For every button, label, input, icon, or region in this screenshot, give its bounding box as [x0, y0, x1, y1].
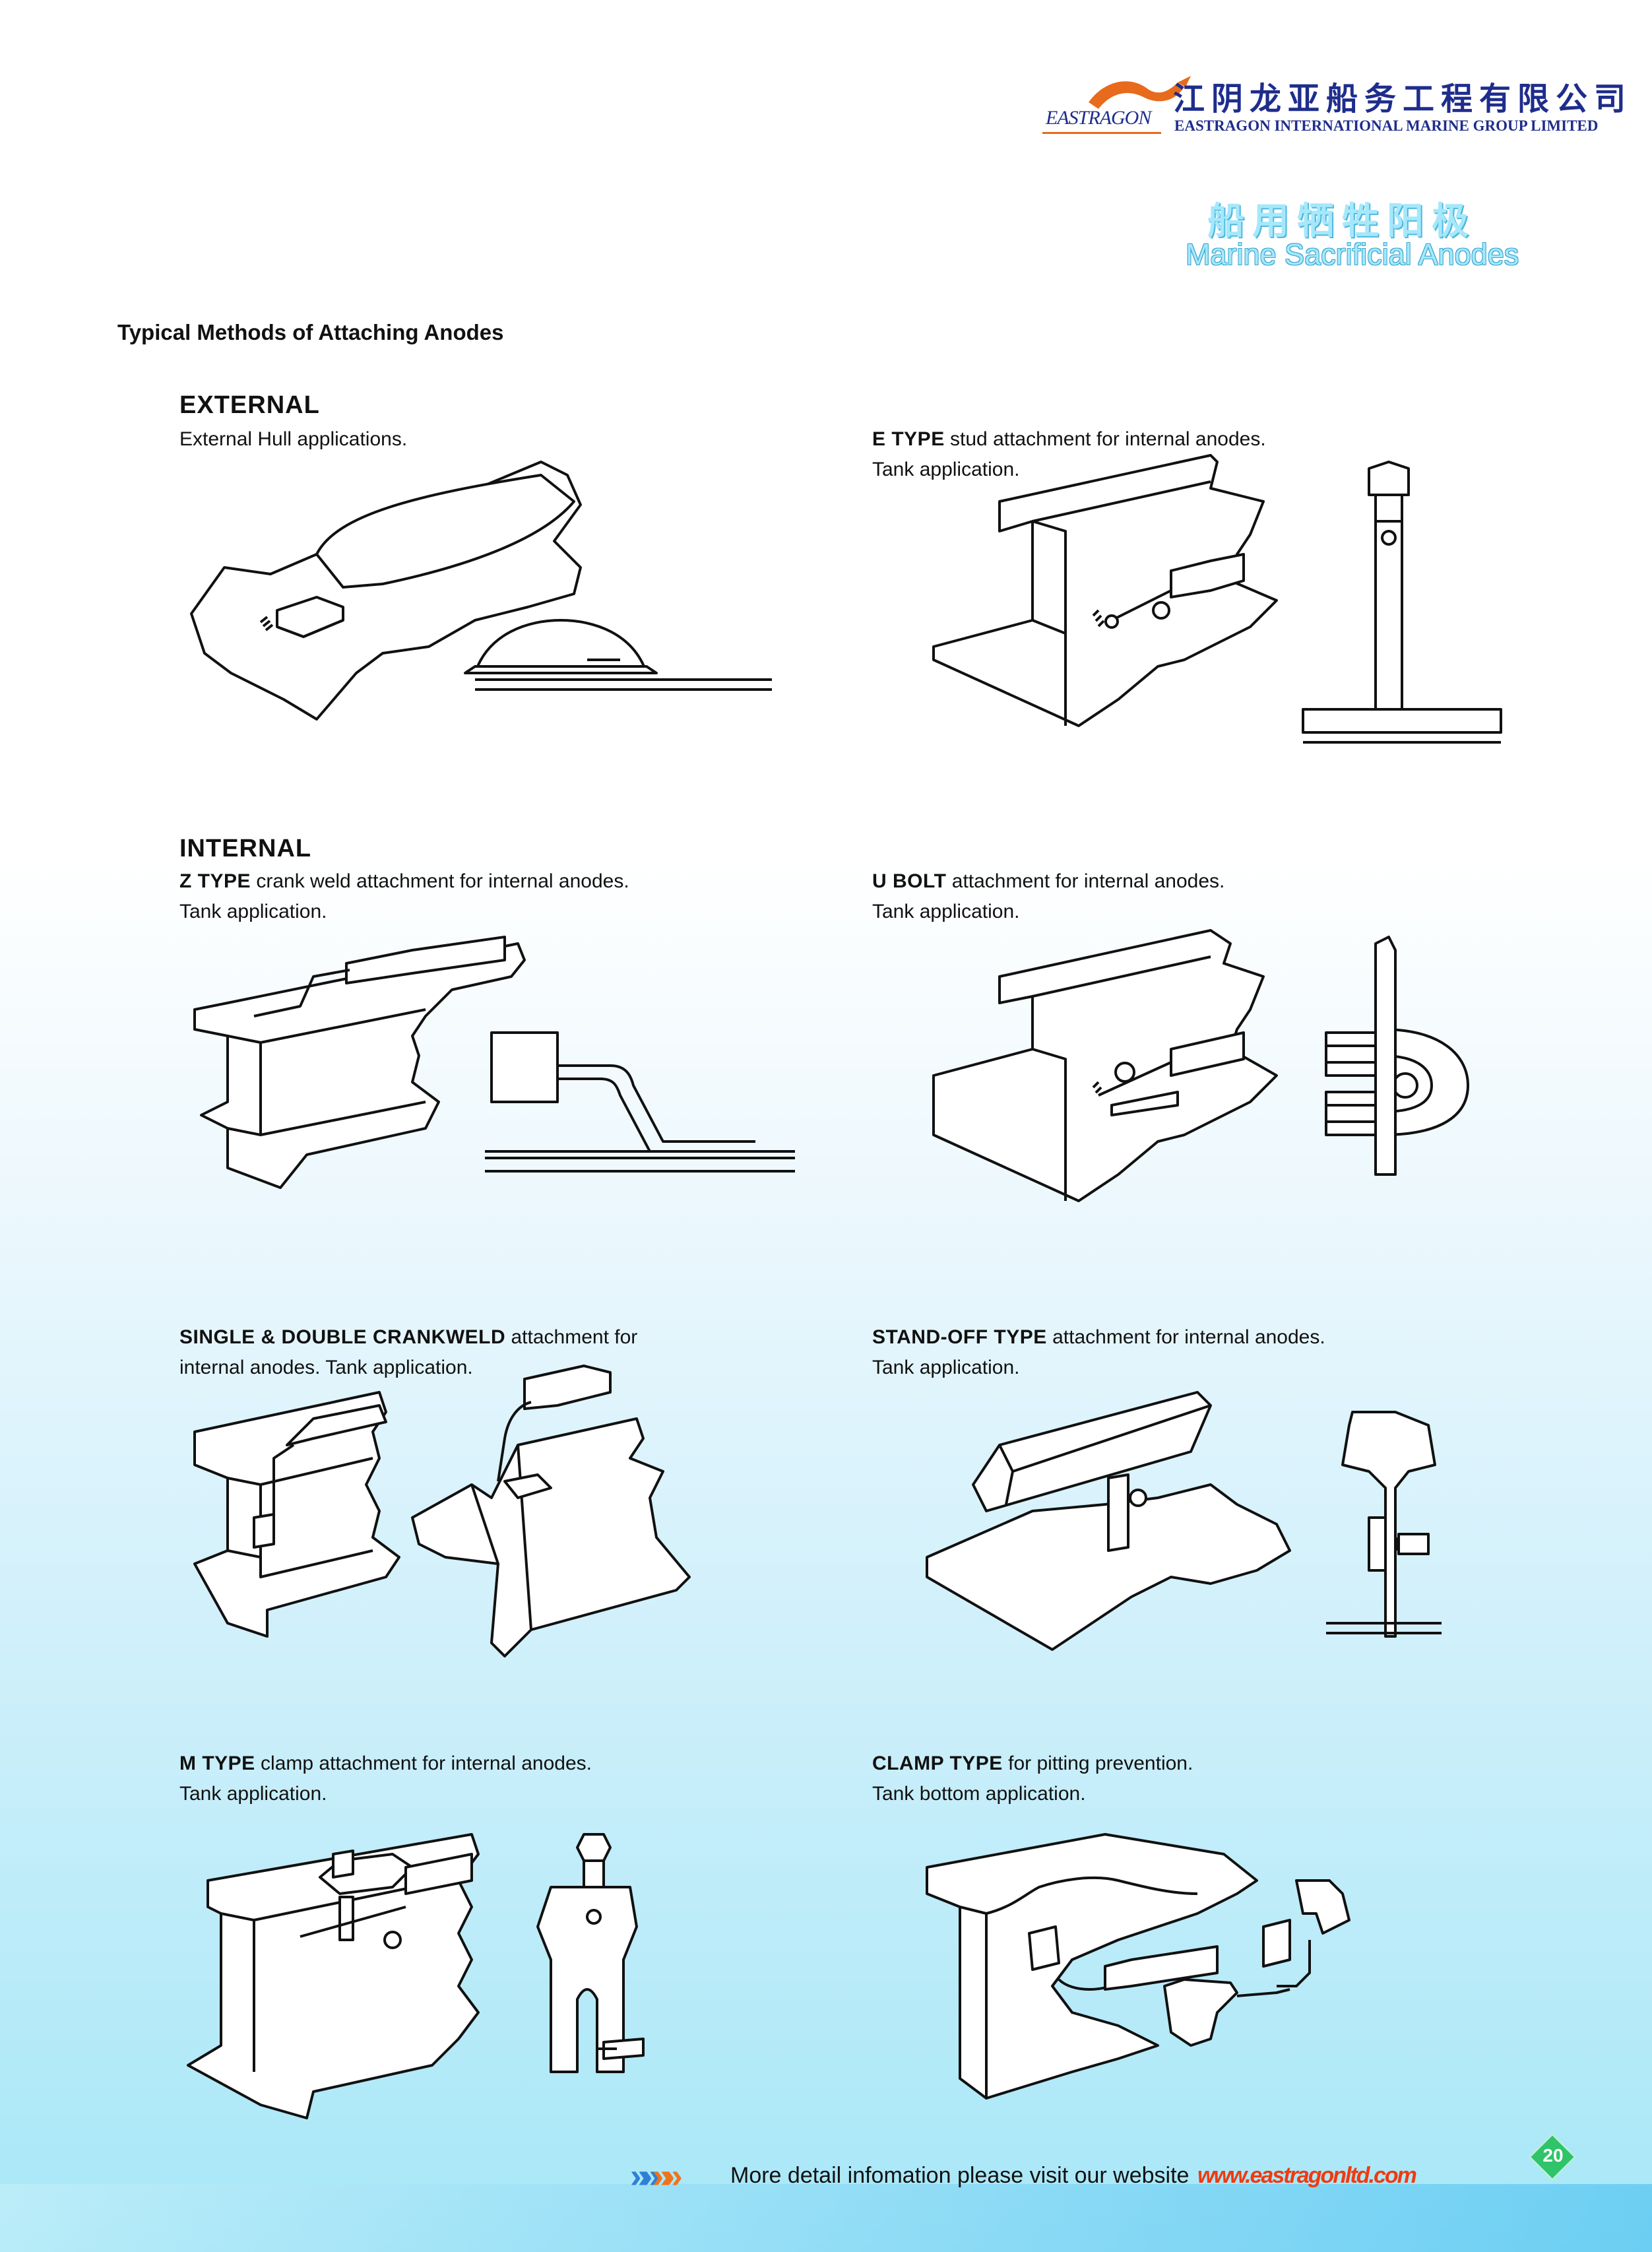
page-number-badge: 20: [1531, 2135, 1574, 2179]
caption-text: attachment for internal anodes.: [1046, 1326, 1325, 1348]
caption-bold: U BOLT: [872, 870, 947, 892]
caption-clamp-type: CLAMP TYPE for pitting prevention. Tank …: [872, 1749, 1193, 1809]
figure-z-type: [193, 936, 795, 1189]
caption-text: clamp attachment for internal anodes.: [255, 1753, 592, 1774]
caption-line: internal anodes. Tank application.: [179, 1357, 473, 1378]
company-name-cn: 江阴龙亚船务工程有限公司: [1173, 80, 1633, 117]
product-title-cn: 船用牺牲阳极: [1207, 199, 1477, 243]
caption-bold: CLAMP TYPE: [872, 1753, 1003, 1774]
section-title-external: EXTERNAL: [179, 391, 320, 419]
page-number: 20: [1542, 2145, 1564, 2166]
caption-crankweld: SINGLE & DOUBLE CRANKWELD attachment for…: [179, 1322, 637, 1383]
caption-bold: Z TYPE: [179, 870, 251, 892]
caption-text: stud attachment for internal anodes.: [944, 428, 1266, 450]
chevron-arrows-icon: »»»»: [630, 2157, 683, 2195]
caption-bold: M TYPE: [179, 1753, 255, 1774]
product-title-en: Marine Sacrificial Anodes: [1186, 238, 1519, 271]
logo-underline: [1042, 132, 1161, 134]
caption-line: External Hull applications.: [179, 428, 408, 450]
figure-clamp-type: [926, 1833, 1350, 2100]
caption-line: Tank bottom application.: [872, 1783, 1086, 1805]
section-title-internal: INTERNAL: [179, 835, 312, 862]
website-link[interactable]: www.eastragonltd.com: [1197, 2163, 1417, 2188]
footer-bar: [0, 2184, 1652, 2252]
caption-external: External Hull applications.: [179, 424, 407, 455]
caption-line: Tank application.: [872, 1357, 1020, 1378]
company-name-en: EASTRAGON INTERNATIONAL MARINE GROUP LIM…: [1174, 117, 1599, 134]
caption-z-type: Z TYPE crank weld attachment for interna…: [179, 866, 629, 927]
dragon-icon: [1089, 76, 1191, 109]
footer-text: More detail infomation please visit our …: [730, 2163, 1190, 2188]
caption-line: Tank application.: [872, 459, 1020, 480]
caption-text: attachment for internal anodes.: [946, 870, 1225, 892]
figure-u-bolt: [932, 929, 1469, 1202]
caption-line: Tank application.: [179, 1783, 327, 1805]
caption-bold: STAND-OFF TYPE: [872, 1326, 1047, 1348]
figure-stand-off: [926, 1391, 1442, 1651]
caption-text: for pitting prevention.: [1002, 1753, 1193, 1774]
page-heading: Typical Methods of Attaching Anodes: [117, 320, 504, 344]
caption-line: Tank application.: [179, 901, 327, 922]
logo-wordmark: EASTRAGON: [1046, 107, 1151, 129]
caption-stand-off: STAND-OFF TYPE attachment for internal a…: [872, 1322, 1325, 1383]
caption-e-type: E TYPE stud attachment for internal anod…: [872, 424, 1266, 485]
caption-text: crank weld attachment for internal anode…: [251, 870, 629, 892]
company-logo: [1046, 66, 1191, 139]
figure-m-type: [187, 1833, 645, 2119]
caption-m-type: M TYPE clamp attachment for internal ano…: [179, 1749, 592, 1809]
figure-e-type: [932, 454, 1502, 744]
figure-crankweld: [193, 1365, 691, 1657]
caption-bold: E TYPE: [872, 428, 945, 450]
caption-text: attachment for: [505, 1326, 638, 1348]
caption-bold: SINGLE & DOUBLE CRANKWELD: [179, 1326, 506, 1348]
caption-line: Tank application.: [872, 901, 1020, 922]
figure-external-hull: [190, 461, 772, 721]
caption-u-bolt: U BOLT attachment for internal anodes. T…: [872, 866, 1224, 927]
